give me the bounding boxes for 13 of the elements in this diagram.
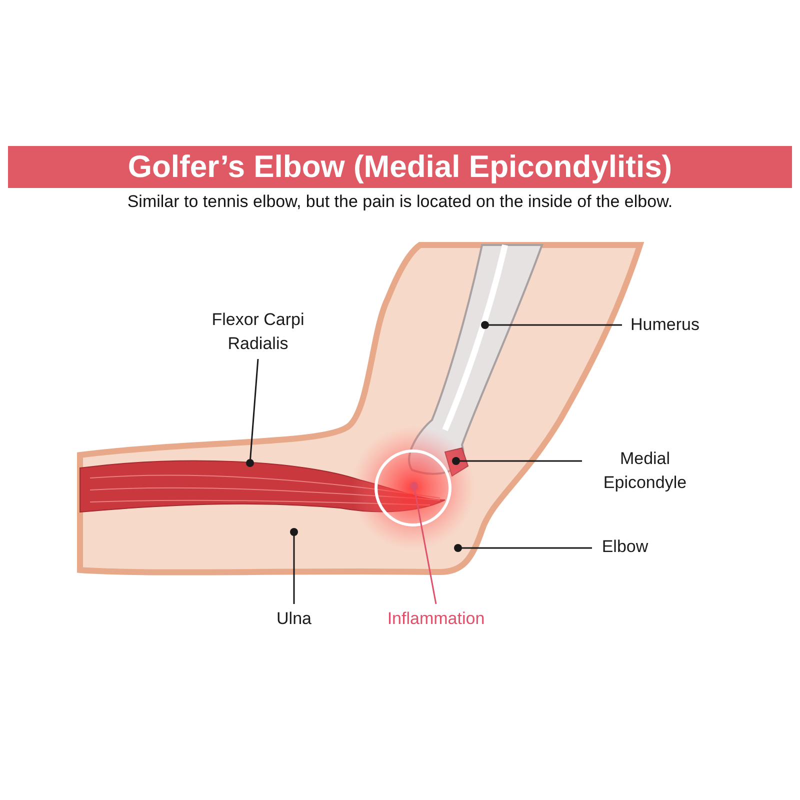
leader-line: [246, 358, 259, 467]
leader-line: [410, 482, 437, 604]
leader-line: [454, 544, 592, 552]
part-label: Humerus: [625, 313, 705, 337]
part-label: Ulna: [264, 607, 324, 631]
subtitle: Similar to tennis elbow, but the pain is located on the inside of the elbow.: [126, 192, 674, 212]
part-label: Flexor Carpi Radialis: [188, 308, 328, 356]
part-label: Elbow: [595, 535, 655, 559]
part-label: Inflammation: [374, 607, 498, 631]
part-label: Medial Epicondyle: [585, 447, 705, 495]
leader-line: [290, 528, 298, 604]
leader-line: [452, 457, 582, 465]
title-banner: Golfer’s Elbow (Medial Epicondylitis): [8, 146, 792, 188]
